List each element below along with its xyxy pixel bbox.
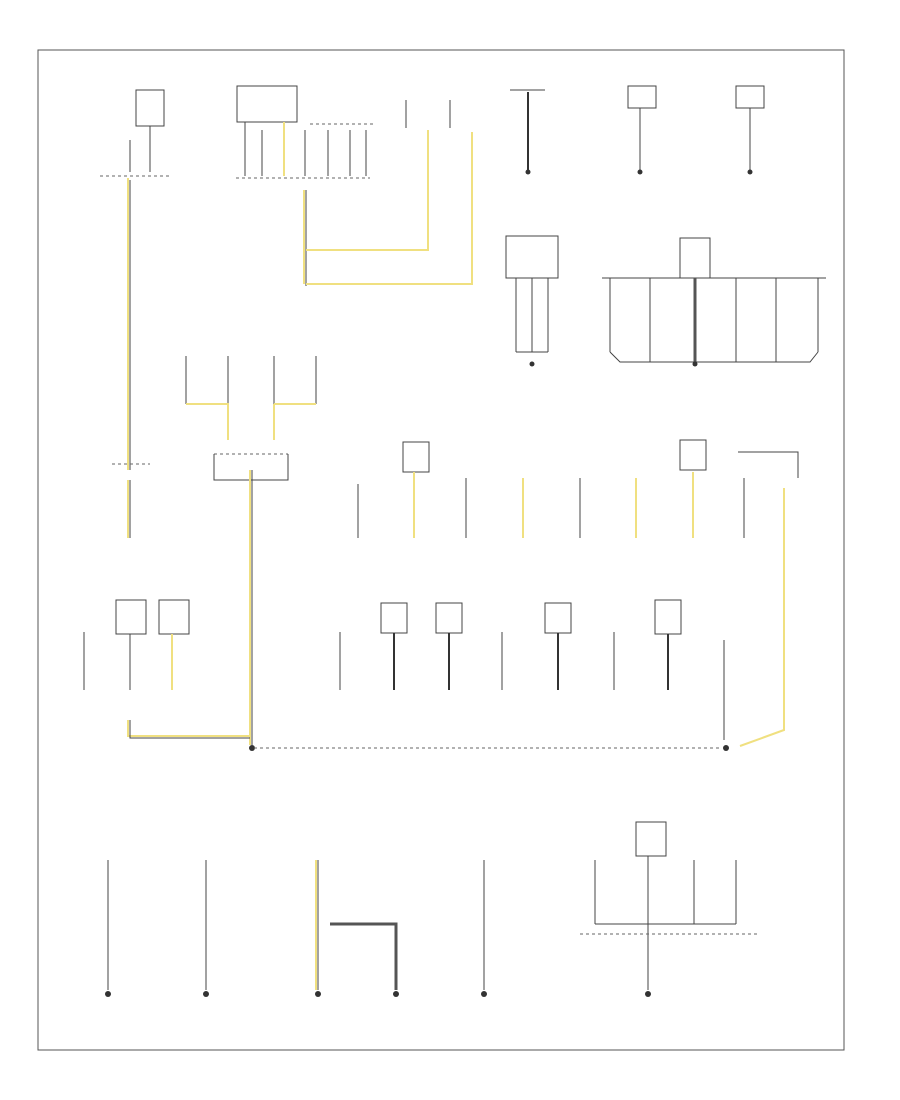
wire bbox=[609, 351, 819, 363]
component-box bbox=[380, 602, 408, 634]
component-box bbox=[635, 821, 667, 857]
wire-highlight bbox=[739, 548, 785, 747]
wire-highlight bbox=[127, 720, 250, 737]
section-lower-left bbox=[83, 599, 255, 751]
component-box bbox=[115, 599, 147, 635]
component-box bbox=[679, 237, 711, 279]
section-top-left bbox=[100, 89, 170, 470]
section-top-center bbox=[236, 85, 473, 286]
section-top-right bbox=[510, 85, 765, 175]
ground-point bbox=[645, 991, 651, 997]
diagram-frame bbox=[37, 49, 845, 1051]
wire-ground bbox=[330, 922, 398, 990]
ground-point bbox=[249, 745, 255, 751]
section-bottom bbox=[105, 821, 760, 997]
component-box bbox=[654, 599, 682, 635]
component-box bbox=[505, 235, 559, 279]
component-box bbox=[735, 85, 765, 109]
ground-point bbox=[203, 991, 209, 997]
section-lower-center bbox=[339, 548, 785, 747]
wire-highlight bbox=[306, 132, 473, 285]
component-box bbox=[158, 599, 190, 635]
component-box bbox=[135, 89, 165, 127]
ground-point bbox=[525, 169, 531, 175]
ground-point bbox=[529, 361, 535, 367]
component-box bbox=[236, 85, 298, 123]
ground-point bbox=[637, 169, 643, 175]
component-box bbox=[544, 602, 572, 634]
component-box bbox=[679, 439, 707, 471]
wire bbox=[129, 720, 250, 739]
section-middle-row bbox=[357, 439, 799, 548]
component-box bbox=[435, 602, 463, 634]
ground-point bbox=[105, 991, 111, 997]
section-left-middle bbox=[112, 356, 317, 745]
ground-point bbox=[692, 361, 698, 367]
ground-point bbox=[747, 169, 753, 175]
section-right-middle bbox=[505, 235, 826, 367]
ground-point bbox=[481, 991, 487, 997]
ground-point bbox=[315, 991, 321, 997]
wire bbox=[738, 451, 799, 478]
component-box bbox=[627, 85, 657, 109]
ground-point bbox=[723, 745, 729, 751]
ground-point bbox=[393, 991, 399, 997]
wire-highlight bbox=[186, 403, 229, 440]
wire-highlight bbox=[306, 130, 429, 251]
component-box bbox=[402, 441, 430, 473]
